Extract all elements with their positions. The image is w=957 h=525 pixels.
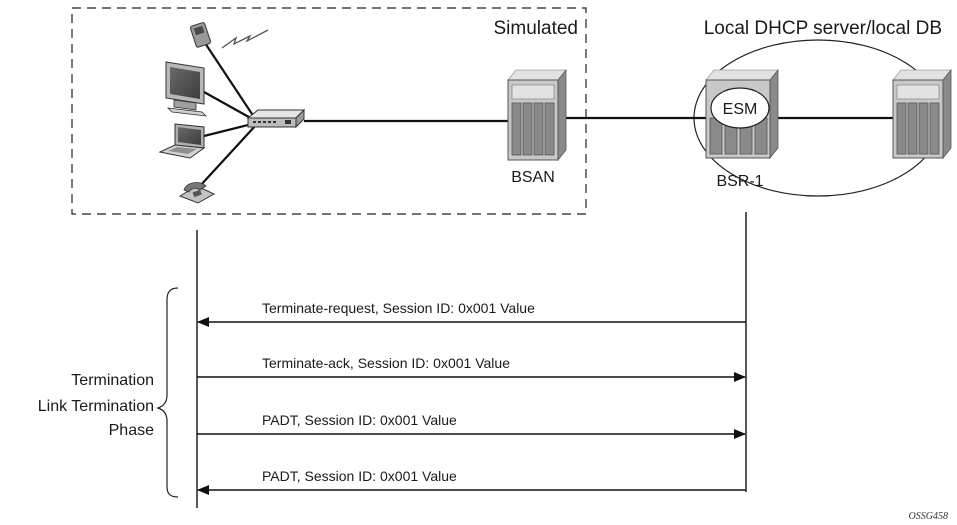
- mobile-phone-icon: [189, 22, 211, 48]
- phase-label-line1: Termination: [71, 372, 154, 389]
- esm-bubble: [710, 87, 770, 129]
- bsan-router-icon: [507, 68, 567, 162]
- figure-id: OSSG458: [909, 511, 948, 522]
- network-switch-icon: [246, 108, 306, 129]
- message-label: Terminate-request, Session ID: 0x001 Val…: [262, 300, 535, 316]
- phase-brace: [156, 287, 179, 498]
- message-label: PADT, Session ID: 0x001 Value: [262, 412, 457, 428]
- message-label: PADT, Session ID: 0x001 Value: [262, 468, 457, 484]
- bsr-label: BSR-1: [716, 173, 763, 190]
- message-1: Terminate-request, Session ID: 0x001 Val…: [197, 300, 746, 327]
- wireless-signal-icon: [221, 29, 269, 49]
- message-label: Terminate-ack, Session ID: 0x001 Value: [262, 355, 510, 371]
- backbone-links: [304, 116, 893, 123]
- phase-label-line2: Link Termination: [38, 398, 154, 415]
- desk-telephone-icon: [178, 182, 216, 204]
- simulated-label: Simulated: [494, 18, 579, 39]
- bsan-label: BSAN: [511, 169, 555, 186]
- dhcp-server-icon: [892, 68, 952, 160]
- message-2: Terminate-ack, Session ID: 0x001 Value: [197, 355, 746, 382]
- laptop-icon: [158, 123, 206, 159]
- esm-label: ESM: [723, 101, 758, 118]
- message-3: PADT, Session ID: 0x001 Value: [197, 412, 746, 439]
- message-4: PADT, Session ID: 0x001 Value: [197, 468, 746, 495]
- device-links: [199, 39, 257, 187]
- simulated-region: [71, 7, 587, 215]
- phase-label-line3: Phase: [109, 422, 154, 439]
- server-label: Local DHCP server/local DB: [704, 18, 942, 39]
- desktop-computer-icon: [165, 61, 208, 117]
